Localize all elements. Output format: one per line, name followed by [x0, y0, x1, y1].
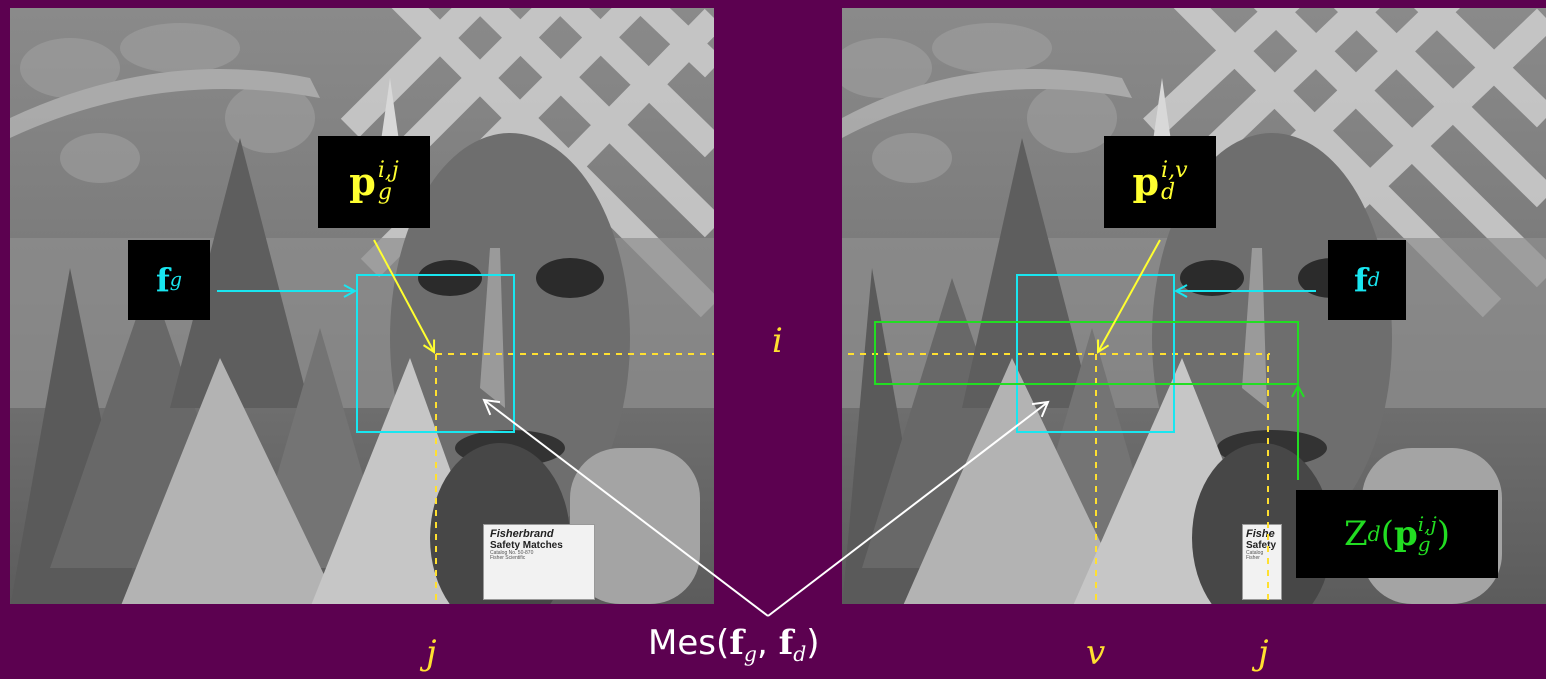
matchbox-left: Fisherbrand Safety Matches Catalog No. 5…: [483, 524, 595, 600]
matchbox-maker: Fisher Scientific: [490, 555, 526, 562]
left-stereo-image: Fisherbrand Safety Matches Catalog No. 5…: [10, 8, 714, 604]
row-i-label: i: [772, 321, 783, 361]
matchbox-maker: Fisher: [1246, 555, 1260, 562]
matchbox-right: Fishe Safety Catalog Fisher: [1242, 524, 1282, 600]
matchbox-brand: Fisherbrand: [490, 528, 554, 540]
col-j-label-left: j: [426, 633, 437, 673]
col-j-label-right: j: [1258, 633, 1269, 673]
matchbox-catalog: Catalog: [1246, 550, 1264, 557]
similarity-measure-label: Mes(fg, fd): [648, 623, 820, 667]
matchbox-product: Safety: [1246, 539, 1277, 551]
matchbox-brand: Fishe: [1246, 528, 1275, 540]
col-v-label-right: v: [1086, 633, 1106, 673]
patterned-fabric: [10, 23, 320, 183]
patterned-fabric: [842, 23, 1132, 183]
